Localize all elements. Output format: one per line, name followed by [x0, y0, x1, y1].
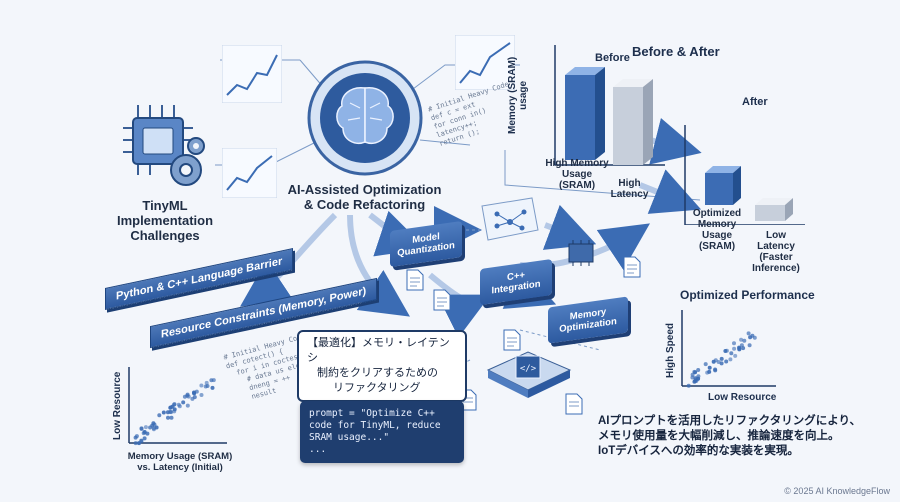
- scatter-point: [737, 347, 742, 352]
- scatter-point: [182, 394, 187, 399]
- scatter-point: [139, 427, 144, 431]
- scatter-point: [161, 410, 166, 415]
- scatter-point: [185, 403, 190, 408]
- scatter-point: [703, 362, 708, 367]
- scatter-point: [705, 370, 710, 375]
- initial-plot-ylabel: Low Resource: [112, 371, 123, 440]
- scatter-point: [693, 377, 698, 382]
- scatter-point: [192, 391, 197, 396]
- scatter-point: [143, 425, 148, 430]
- neural-network-card: [481, 197, 539, 241]
- initial-scatter-plot: [128, 367, 227, 446]
- scatter-point: [133, 441, 138, 446]
- ai-brain-icon: [307, 60, 423, 176]
- center-title: AI-Assisted Optimization & Code Refactor…: [287, 182, 442, 212]
- scatter-point: [739, 337, 744, 342]
- optimized-plot-ylabel: High Speed: [665, 322, 676, 378]
- scatter-point: [686, 383, 691, 388]
- scatter-point: [747, 343, 752, 348]
- document-icon: [623, 256, 641, 278]
- scatter-point: [172, 407, 177, 412]
- scatter-point: [746, 331, 751, 336]
- document-icon: [503, 329, 521, 351]
- challenges-title: TinyML Implementation Challenges: [116, 198, 214, 243]
- memory-axis-label: Memory (SRAM)usage: [507, 56, 529, 134]
- optimized-plot-title: Optimized Performance: [680, 288, 815, 302]
- scatter-point: [733, 353, 738, 358]
- scatter-point: [692, 369, 697, 374]
- scatter-point: [172, 402, 177, 407]
- scatter-point: [199, 393, 204, 397]
- small-chip-icon: [568, 240, 594, 266]
- optimized-plot-xlabel: Low Resource: [708, 392, 777, 403]
- before-after-bars: [554, 45, 805, 225]
- scatter-point: [181, 400, 186, 405]
- scatter-point: [142, 436, 147, 441]
- scatter-point: [199, 383, 204, 388]
- scatter-point: [209, 378, 214, 383]
- mini-line-chart-1: [222, 45, 282, 103]
- before-label: Before: [595, 52, 630, 64]
- scatter-point: [724, 348, 729, 353]
- scatter-point: [690, 372, 695, 377]
- before-after-title: Before & After: [632, 44, 720, 59]
- document-icon: [406, 269, 424, 291]
- scatter-point: [752, 335, 757, 340]
- scatter-point: [696, 374, 701, 379]
- optimization-bubble: 【最適化】メモリ・レイテンシ 制約をクリアするための リファクタリング: [297, 330, 467, 402]
- summary-text: AIプロンプトを活用したリファクタリングにより、 メモリ使用量を大幅削減し、推論…: [598, 415, 862, 457]
- document-icon: [433, 289, 451, 311]
- chip-gear-icon: [123, 105, 205, 186]
- scatter-point: [210, 385, 215, 390]
- scatter-point: [151, 421, 156, 426]
- scatter-point: [719, 356, 724, 361]
- scatter-point: [732, 341, 736, 346]
- scatter-point: [154, 425, 159, 430]
- after-label: After: [742, 96, 768, 108]
- ai-prompt-box: prompt = "Optimize C++ code for TinyML, …: [300, 401, 464, 463]
- scatter-point: [716, 360, 721, 364]
- scatter-point: [696, 368, 701, 372]
- mini-line-chart-2: [222, 148, 277, 198]
- scatter-point: [168, 409, 173, 414]
- scatter-point: [729, 351, 734, 356]
- scatter-point: [190, 396, 195, 401]
- mini-line-chart-3: [455, 35, 515, 90]
- scatter-point: [157, 413, 162, 418]
- scatter-point: [732, 346, 737, 351]
- scatter-point: [724, 359, 729, 364]
- scatter-point: [169, 415, 174, 420]
- scatter-point: [719, 361, 724, 366]
- document-icon: [565, 393, 583, 415]
- scatter-point: [176, 402, 181, 407]
- scatter-point: [713, 368, 718, 373]
- scatter-point: [139, 439, 144, 444]
- scatter-point: [739, 343, 744, 348]
- scatter-point: [711, 359, 716, 364]
- scatter-point: [742, 338, 747, 343]
- svg-text:</>: </>: [520, 364, 537, 374]
- optimized-scatter-plot: [681, 310, 776, 388]
- copyright: © 2025 AI KnowledgeFlow: [784, 486, 890, 496]
- scatter-point: [707, 365, 712, 370]
- scatter-point: [728, 357, 733, 362]
- scatter-point: [166, 415, 170, 420]
- scatter-point: [141, 431, 146, 436]
- iot-device-platform-icon: </>: [486, 351, 572, 398]
- scatter-point: [133, 435, 138, 440]
- scatter-point: [145, 431, 150, 436]
- initial-plot-xlabel: Memory Usage (SRAM)vs. Latency (Initial): [127, 451, 233, 473]
- scatter-point: [204, 380, 209, 385]
- scatter-point: [205, 384, 210, 388]
